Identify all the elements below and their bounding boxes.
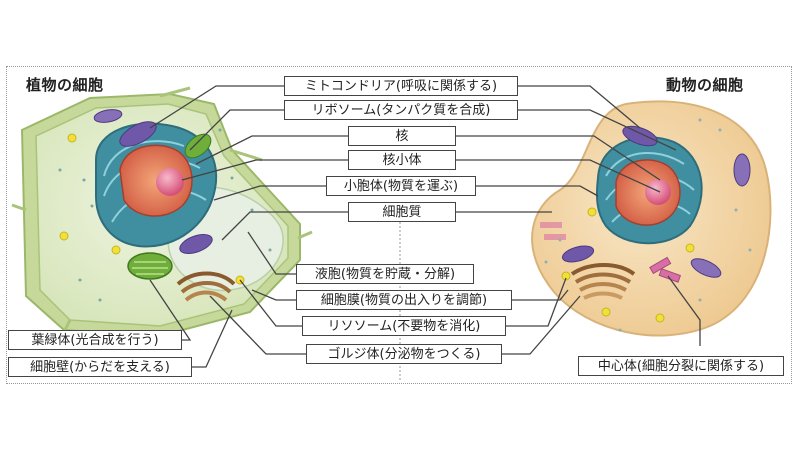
plant-lysosome (111, 245, 121, 255)
chloroplast-grana (132, 261, 168, 275)
animal-mitochondrion (733, 153, 751, 187)
animal-cell-title: 動物の細胞 (666, 76, 744, 94)
label-ribosome: リボソーム(タンパク質を合成) (284, 100, 518, 120)
animal-lysosome (655, 313, 665, 323)
label-vesicle: 小胞体(物質を運ぶ) (326, 176, 476, 196)
wall-segment (159, 86, 191, 98)
label-nucleolus: 核小体 (348, 150, 456, 170)
plant-chloroplast (127, 252, 173, 280)
animal-lysosome (561, 271, 571, 281)
leader-lines (149, 85, 701, 380)
plant-nucleus (119, 144, 193, 217)
animal-mitochondrion (561, 245, 595, 263)
label-membrane: 細胞膜(物質の出入りを調節) (296, 290, 512, 310)
label-lysosome: リソソーム(不要物を消化) (302, 316, 506, 336)
label-mitochondria: ミトコンドリア(呼吸に関係する) (284, 76, 518, 96)
plant-chloroplast (184, 133, 212, 159)
plant-mitochondrion (179, 233, 213, 255)
animal-golgi (570, 263, 636, 300)
label-golgi: ゴルジ体(分泌物をつくる) (306, 344, 502, 364)
plant-mitochondrion (93, 109, 123, 123)
plant-golgi (176, 271, 236, 302)
plant-ribosomes (58, 128, 272, 302)
label-cytoplasm: 細胞質 (348, 202, 456, 222)
wall-segment (229, 148, 263, 162)
animal-lysosome (685, 243, 695, 253)
animal-ribosomes (544, 118, 752, 332)
label-chloroplast: 葉緑体(光合成を行う) (8, 330, 182, 350)
plant-lysosome (59, 231, 69, 241)
animal-centrosome (649, 256, 682, 283)
animal-lysosome (601, 307, 611, 317)
label-vacuole: 液胞(物質を貯蔵・分解) (296, 264, 474, 284)
wall-segment (297, 230, 313, 240)
label-centrosome: 中心体(細胞分裂に関係する) (578, 356, 784, 376)
label-cellwall: 細胞壁(からだを支える) (8, 357, 192, 377)
plant-cell (11, 86, 313, 345)
animal-mitochondrion (690, 258, 722, 278)
label-nucleus: 核 (348, 126, 456, 146)
plant-nucleolus (156, 168, 184, 196)
plant-cell-title: 植物の細胞 (26, 76, 104, 94)
animal-nucleolus (645, 179, 671, 205)
wall-segment (11, 203, 27, 212)
animal-cell (531, 100, 772, 337)
animal-vesicles (540, 222, 566, 240)
animal-lysosome (587, 207, 597, 217)
diagram-frame (6, 66, 792, 384)
plant-lysosome (67, 133, 77, 143)
animal-mitochondrion (622, 125, 658, 147)
